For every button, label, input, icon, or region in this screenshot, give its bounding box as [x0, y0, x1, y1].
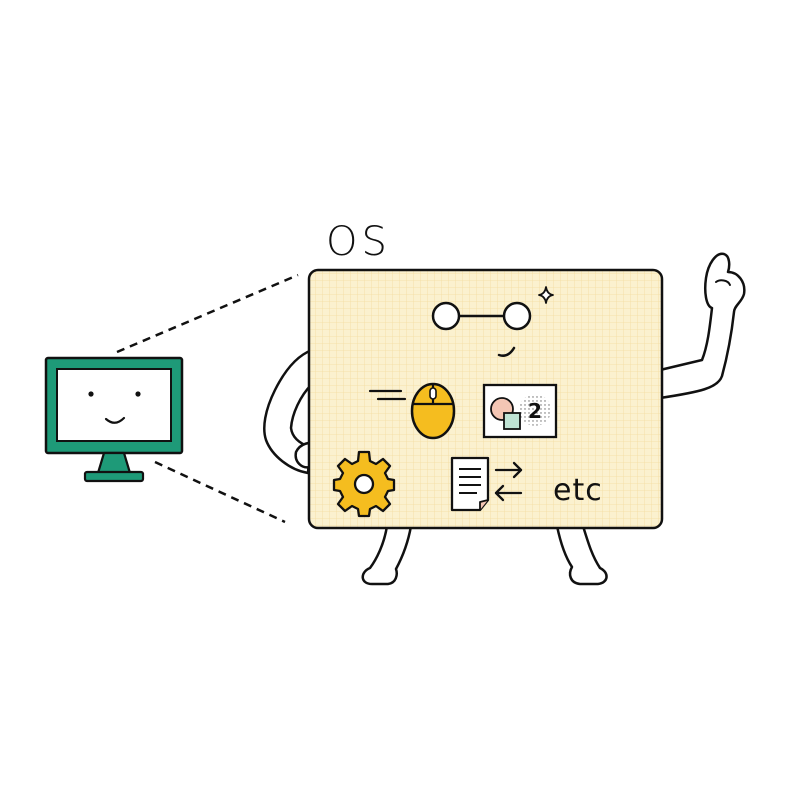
monitor-icon: [44, 356, 184, 483]
os-label: OS: [326, 219, 391, 265]
character-right-arm: [658, 252, 746, 400]
character-legs: [361, 524, 608, 586]
monitor-face: [88, 391, 141, 424]
file-transfer-icon: [450, 456, 523, 512]
window-switch-icon: 2: [482, 383, 558, 439]
gear-icon: [332, 450, 396, 518]
sparkle-icon: [538, 286, 554, 304]
window-number: 2: [528, 399, 542, 423]
connector-lines: [116, 273, 299, 524]
glasses-icon: [431, 301, 532, 331]
transfer-arrows-icon: [494, 461, 523, 502]
etc-label: etc: [553, 473, 603, 508]
mouse-icon: [368, 382, 456, 440]
board-smile: [497, 346, 516, 357]
